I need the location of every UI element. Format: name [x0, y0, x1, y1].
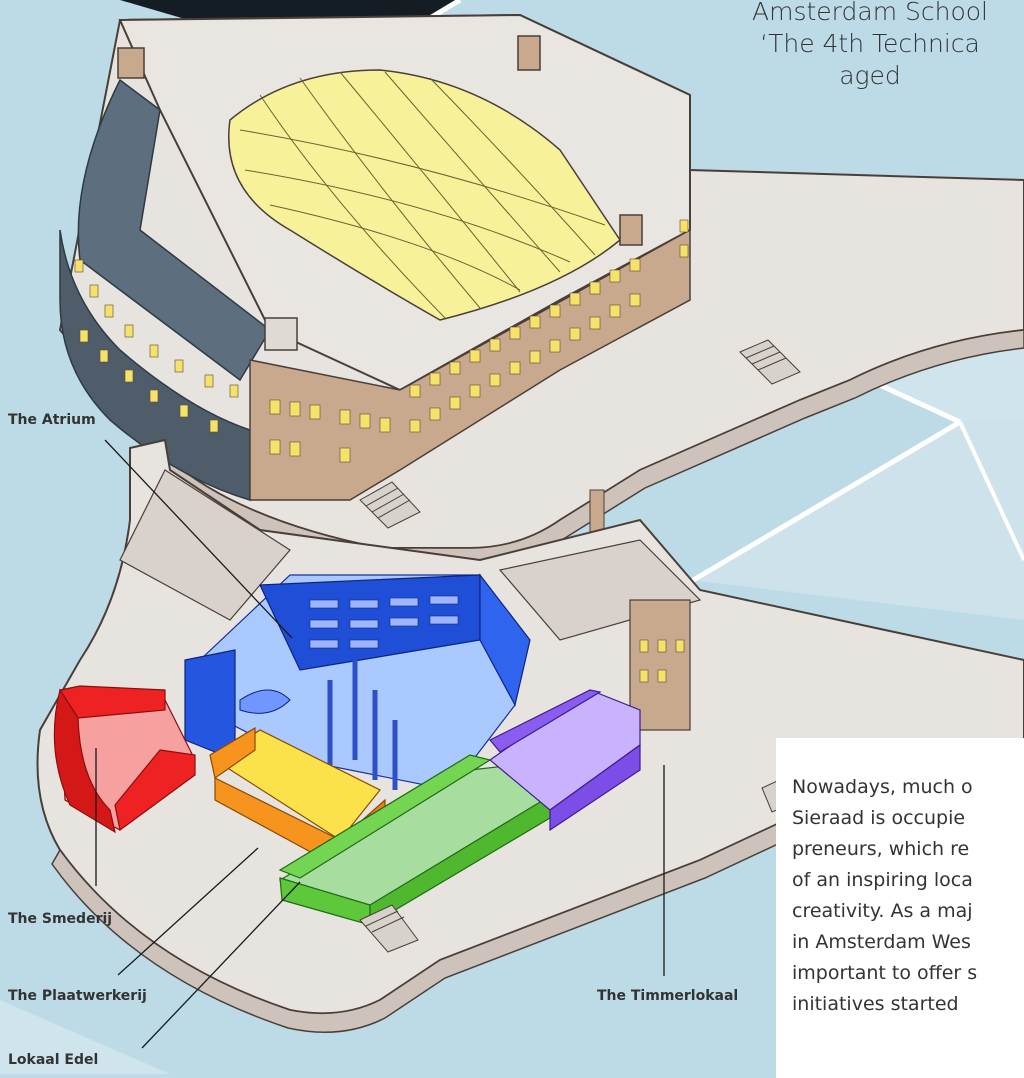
intro-line-2: ‘The 4th Technica — [700, 28, 1024, 60]
label-lokaal-edel: Lokaal Edel — [8, 1052, 98, 1068]
chimney — [620, 215, 642, 245]
intro-line-3: aged — [700, 60, 1024, 92]
chimney — [118, 48, 144, 78]
chimney — [518, 36, 540, 70]
label-timmerlokaal: The Timmerlokaal — [597, 988, 738, 1004]
label-smederij: The Smederij — [8, 911, 112, 927]
label-plaatwerkerij: The Plaatwerkerij — [8, 988, 147, 1004]
chimney — [265, 318, 297, 350]
intro-text: Amsterdam School ‘The 4th Technica aged — [700, 0, 1024, 92]
intro-line-1: Amsterdam School — [700, 0, 1024, 28]
description-text: Nowadays, much o Sieraad is occupie pren… — [792, 772, 1024, 1020]
label-atrium: The Atrium — [8, 412, 96, 428]
